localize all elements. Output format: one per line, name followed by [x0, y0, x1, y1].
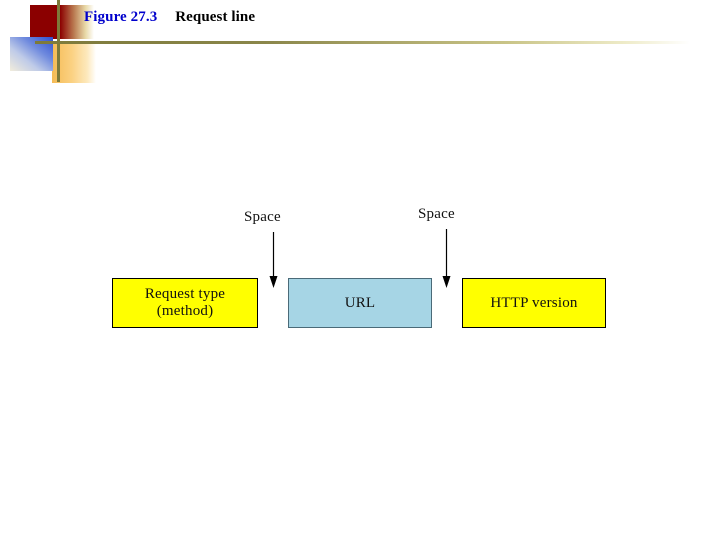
box-url-line1: URL [344, 294, 376, 311]
box-http-version-line1: HTTP version [490, 294, 578, 311]
slide-header-decoration [0, 0, 720, 100]
decoration-red-square [30, 5, 61, 39]
space-arrow-2-icon [442, 229, 451, 288]
decoration-red-gradient [60, 5, 94, 39]
box-url: URL [288, 278, 432, 328]
decoration-vertical-rule [57, 0, 60, 82]
box-http-version-label: HTTP version [490, 295, 577, 312]
box-http-version: HTTP version [462, 278, 606, 328]
box-request-type-label: Request type (method) [145, 286, 225, 320]
figure-name: Request line [175, 9, 256, 25]
box-request-type: Request type (method) [112, 278, 258, 328]
box-request-type-line1: Request type [144, 286, 226, 303]
box-url-label: URL [345, 295, 376, 312]
space-label-2: Space [418, 206, 455, 222]
figure-number: Figure 27.3 [84, 9, 158, 25]
space-label-1: Space [244, 209, 281, 225]
decoration-horizontal-rule [35, 41, 690, 44]
box-request-type-line2: (method) [156, 303, 214, 319]
page-title: Figure 27.3 Request line [84, 9, 255, 26]
space-arrow-1-icon [269, 232, 278, 288]
